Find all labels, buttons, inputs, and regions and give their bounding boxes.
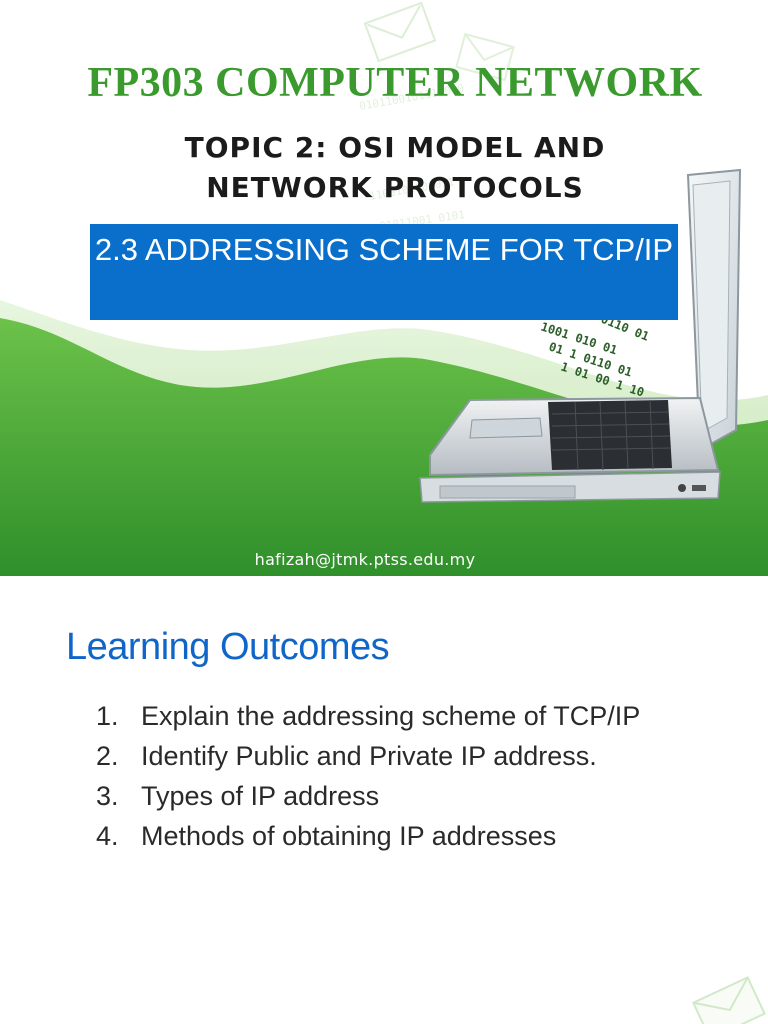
list-number: 1. [96, 701, 119, 731]
laptop-illustration [419, 168, 742, 503]
title-slide: 0101100101110010 1100101001011 01011001 … [0, 0, 768, 576]
list-number: 3. [96, 781, 119, 811]
outcomes-list: 1. Explain the addressing scheme of TCP/… [96, 700, 716, 860]
list-item: 1. Explain the addressing scheme of TCP/… [96, 700, 716, 732]
author-email: hafizah@jtmk.ptss.edu.my [254, 550, 476, 569]
envelope-icon [363, 1, 437, 63]
slide-heading: Learning Outcomes [66, 626, 390, 668]
subtopic-banner: 2.3 ADDRESSING SCHEME FOR TCP/IP [90, 224, 678, 320]
list-number: 2. [96, 741, 119, 771]
list-item: 4. Methods of obtaining IP addresses [96, 820, 716, 852]
list-item: 2. Identify Public and Private IP addres… [96, 740, 716, 772]
list-text: Methods of obtaining IP addresses [141, 821, 557, 851]
envelope-icon [455, 32, 515, 82]
learning-outcomes-slide: Learning Outcomes 1. Explain the address… [0, 576, 768, 1024]
list-text: Identify Public and Private IP address. [141, 741, 597, 771]
slide-background-art: 0101100101110010 1100101001011 01011001 … [0, 1, 768, 576]
topic-title: TOPIC 2: OSI MODEL AND NETWORK PROTOCOLS [184, 131, 606, 204]
list-item: 3. Types of IP address [96, 780, 716, 812]
list-number: 4. [96, 821, 119, 851]
course-title: FP303 COMPUTER NETWORK [87, 60, 703, 106]
list-text: Types of IP address [141, 781, 380, 811]
subtopic-text: 2.3 ADDRESSING SCHEME FOR TCP/IP [94, 232, 674, 267]
list-text: Explain the addressing scheme of TCP/IP [141, 701, 641, 731]
envelope-icon [691, 976, 766, 1024]
